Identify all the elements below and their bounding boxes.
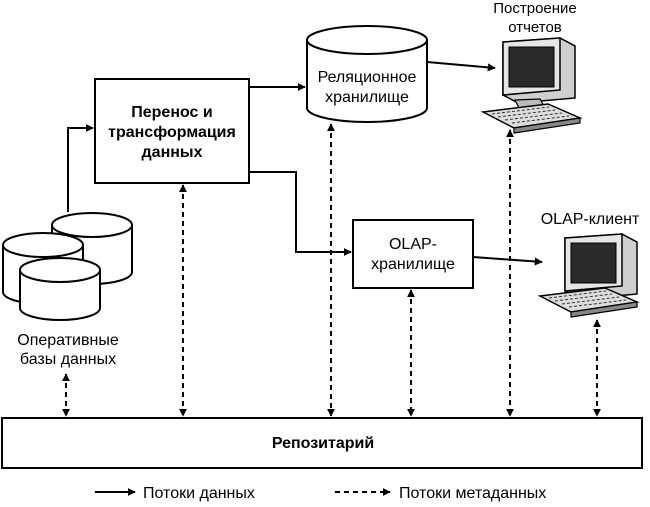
legend: Потоки данных Потоки метаданных	[95, 485, 546, 502]
flow-olap-to-client	[472, 256, 543, 266]
flow-transform-to-olap	[249, 171, 352, 256]
flow-ops-to-transform	[67, 124, 94, 212]
olap-store-label-2: хранилище	[371, 256, 455, 273]
operational-databases-icon	[2, 212, 133, 321]
operational-dbs-label-1: Оперативные	[17, 332, 119, 349]
cylinder-front	[19, 257, 101, 321]
transform-box	[94, 78, 250, 184]
transform-label-3: данных	[142, 144, 203, 161]
reporting-computer-icon	[480, 37, 583, 134]
relational-store-icon	[306, 25, 428, 123]
operational-dbs-label-2: базы данных	[20, 351, 116, 368]
olap-client-label: OLAP-клиент	[541, 211, 640, 228]
olap-client-computer-icon	[537, 233, 640, 318]
relational-store-label-1: Реляционное	[318, 69, 417, 86]
reporting-label-1: Построение	[493, 0, 577, 17]
metadata-flows	[62, 123, 601, 417]
relational-store-label-2: хранилище	[325, 89, 409, 106]
olap-store-label-1: OLAP-	[389, 236, 437, 253]
transform-label-1: Перенос и	[131, 104, 212, 121]
flow-relational-to-reporting	[426, 61, 496, 72]
repository-box	[1, 417, 643, 469]
legend-data-flows-label: Потоки данных	[143, 485, 255, 502]
transform-label-2: трансформация	[108, 124, 236, 141]
reporting-label-2: отчетов	[508, 19, 562, 36]
repository-label: Репозитарий	[272, 435, 374, 452]
olap-store-box	[352, 219, 474, 289]
legend-metadata-flows-label: Потоки метаданных	[399, 485, 546, 502]
